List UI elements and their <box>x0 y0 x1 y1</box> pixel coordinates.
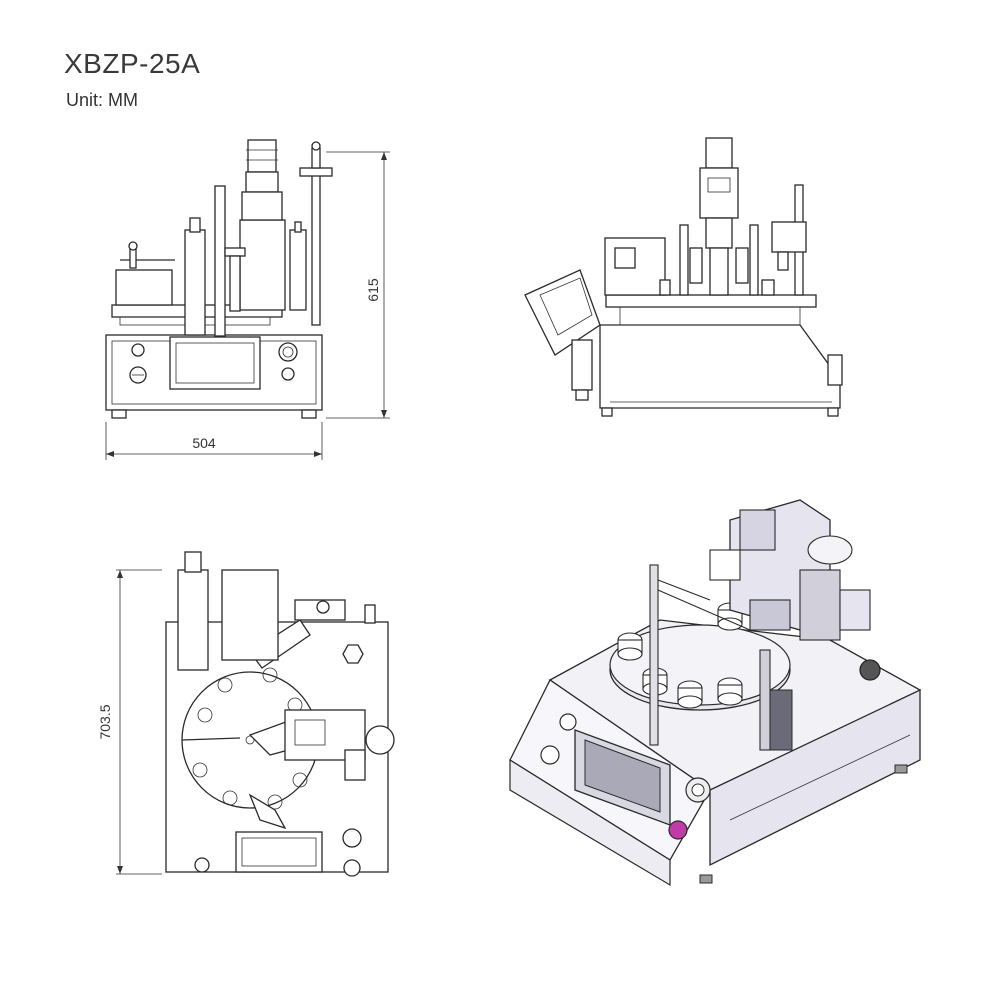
side-cabinet <box>599 324 841 409</box>
iso-view-drawing <box>509 499 922 887</box>
front-right-post <box>311 174 321 326</box>
front-motor <box>247 139 277 173</box>
iso-left-post <box>649 564 659 746</box>
iso-connector-icon <box>859 659 881 681</box>
side-motor <box>705 137 733 169</box>
iso-button-icon <box>559 713 577 731</box>
iso-accent-button-icon <box>668 820 688 840</box>
side-view-drawing <box>524 137 843 417</box>
front-emergency-stop-icon <box>278 342 298 362</box>
dim-height-label: 615 <box>365 278 381 302</box>
front-indicator-icon <box>281 367 295 381</box>
side-capping-head <box>699 167 739 219</box>
front-view-drawing: 504 615 <box>105 139 390 460</box>
top-feed-unit <box>177 569 209 671</box>
front-foot-right <box>301 409 317 419</box>
iso-right-post <box>759 649 771 751</box>
side-feed-chute <box>524 269 601 356</box>
front-hmi-screen <box>169 336 261 390</box>
iso-motor <box>739 509 776 551</box>
front-button-icon <box>131 343 145 357</box>
front-foot-left <box>111 409 127 419</box>
top-hmi-screen <box>235 831 323 873</box>
unit-label: Unit: MM <box>66 90 138 110</box>
iso-knob-icon <box>540 745 560 765</box>
model-title: XBZP-25A <box>64 48 201 79</box>
top-view-drawing: 703.5 <box>97 551 395 877</box>
iso-right-face <box>709 688 921 867</box>
dim-depth-label: 703.5 <box>97 704 113 739</box>
side-turntable <box>605 294 817 308</box>
dim-width-label: 504 <box>192 435 216 451</box>
front-capping-head <box>239 219 286 311</box>
